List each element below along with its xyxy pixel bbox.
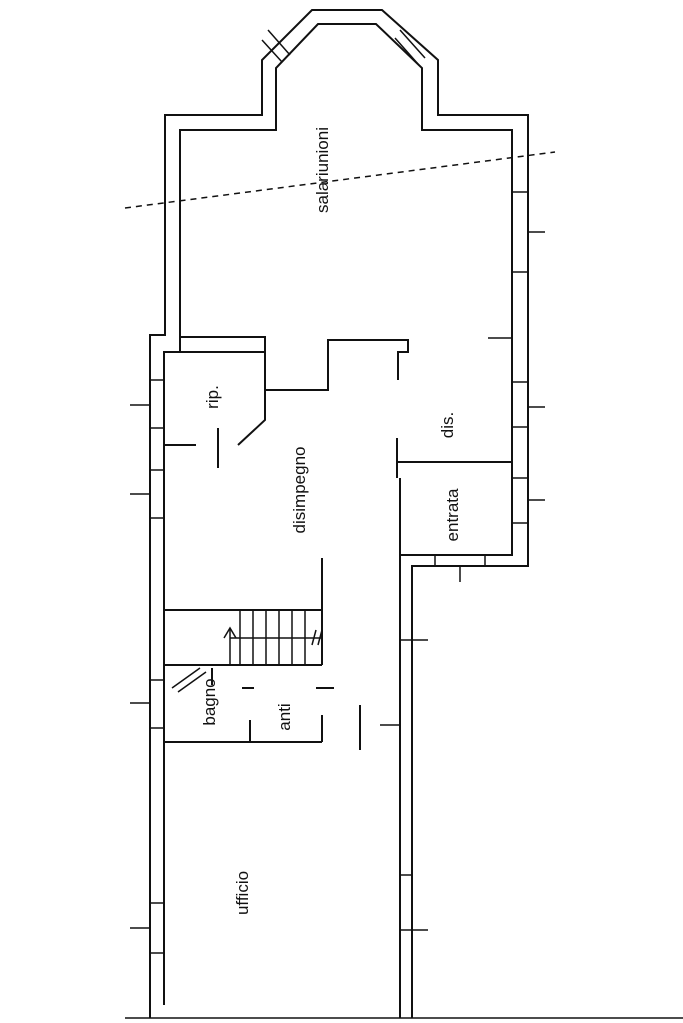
bay-window-right <box>394 37 419 65</box>
entrance-door <box>434 554 486 567</box>
label-disimpegno: disimpegno <box>290 447 309 534</box>
dashed-boundary <box>124 151 556 209</box>
window-left-2 <box>149 469 165 519</box>
wall-meeting-room <box>180 336 409 391</box>
window-left-3 <box>149 679 165 729</box>
wall-rip <box>164 351 266 446</box>
window-left-1 <box>149 379 165 429</box>
label-ufficio: ufficio <box>233 871 252 915</box>
window-left-4 <box>149 902 165 954</box>
label-entrata: entrata <box>443 488 462 541</box>
label-rip: rip. <box>203 385 222 409</box>
bay-window-left <box>261 39 283 63</box>
label-anti: anti <box>275 703 294 730</box>
label-dis: dis. <box>438 412 457 438</box>
bagno-window <box>177 671 207 693</box>
stair-treads <box>223 610 323 665</box>
label-bagno: bagno <box>200 678 219 725</box>
bagno-window <box>171 667 201 689</box>
bay-window-right <box>399 29 426 59</box>
wall-dis <box>396 438 512 463</box>
outer-walls <box>125 9 683 1019</box>
stair-arrow-head <box>223 626 237 639</box>
bay-window-left <box>267 29 291 56</box>
window-right-3 <box>511 477 529 524</box>
window-right-1 <box>511 191 529 273</box>
outer-wall-outline <box>149 9 529 1018</box>
label-sala-riunioni: salariunioni <box>313 127 332 213</box>
window-right-2 <box>511 381 529 428</box>
bathroom-walls <box>164 667 361 750</box>
internal-walls <box>164 336 512 666</box>
